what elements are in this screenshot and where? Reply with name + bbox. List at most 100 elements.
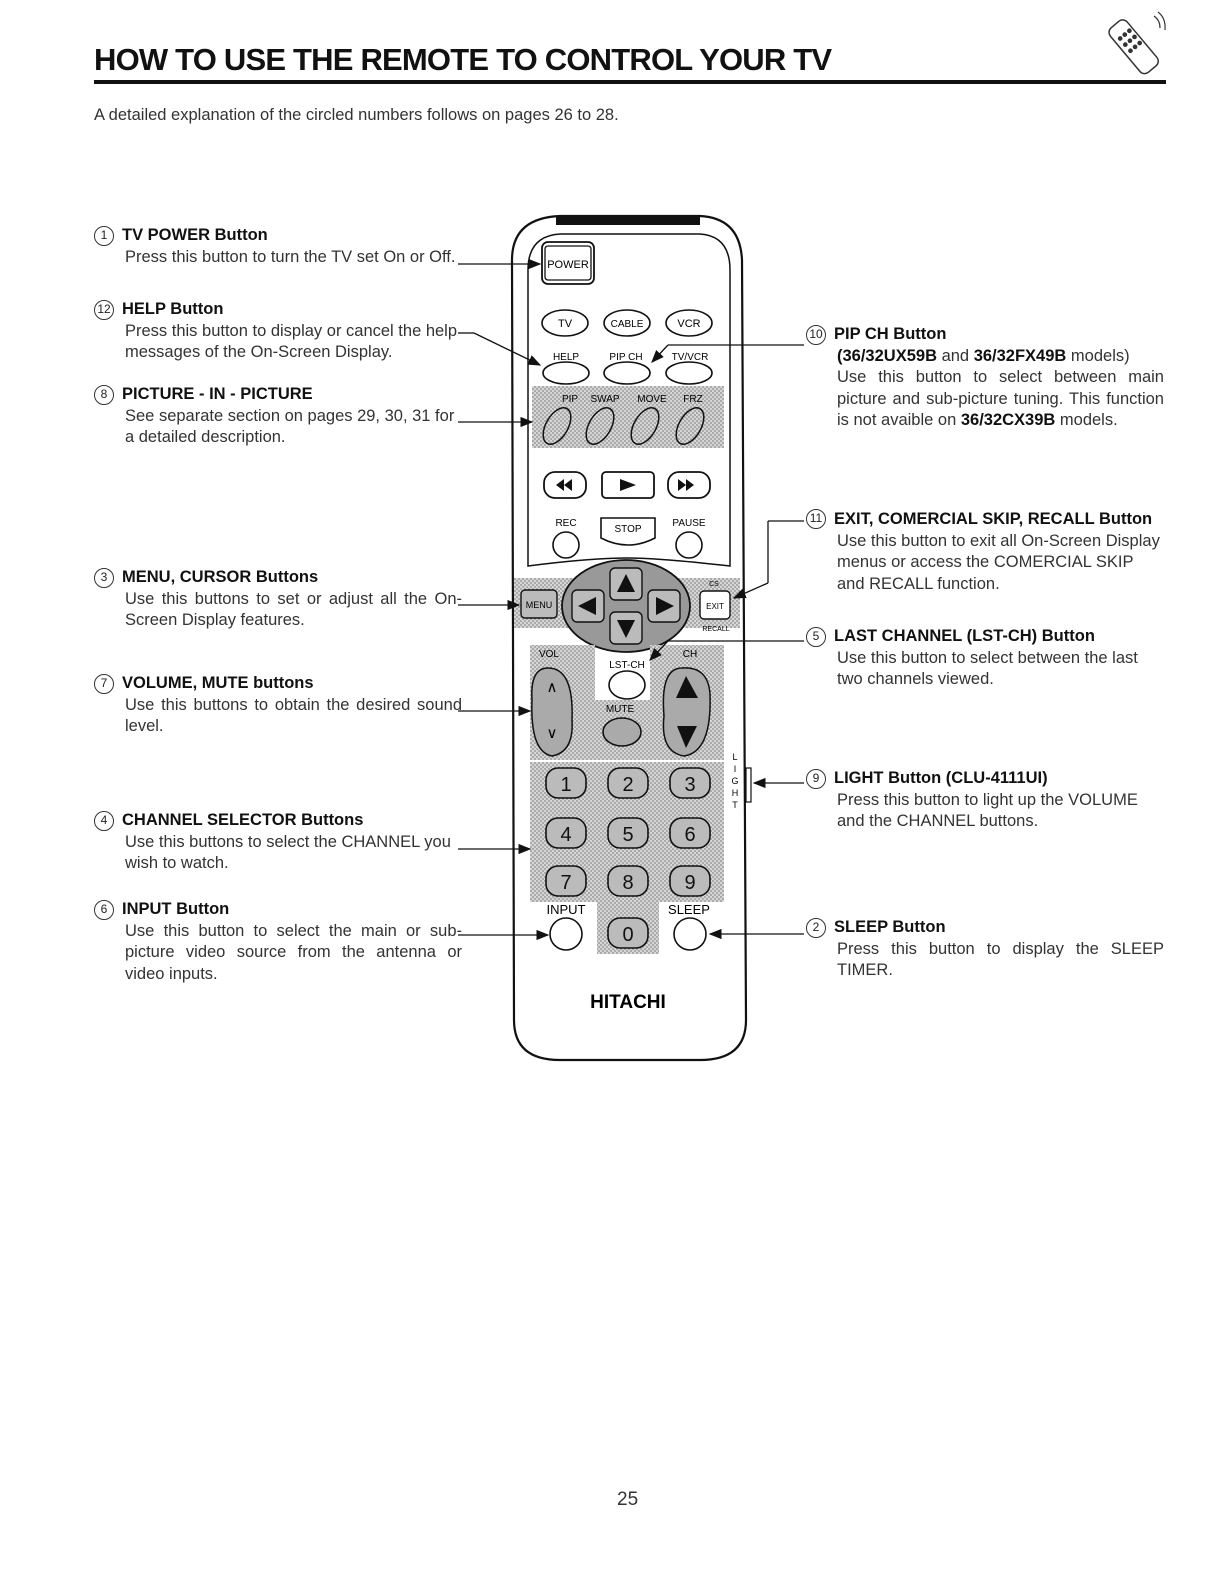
- lst-ch-button: [608, 670, 646, 700]
- menu-label: MENU: [526, 600, 553, 610]
- pause-button: [675, 531, 703, 559]
- svg-text:8: 8: [622, 872, 633, 894]
- item-body: Press this button to light up the VOLUME…: [837, 790, 1138, 831]
- circled-number: 6: [94, 899, 114, 920]
- remote-logo-icon: [1108, 11, 1166, 75]
- item-title: VOLUME, MUTE buttons: [122, 674, 314, 692]
- exit-button: [699, 590, 731, 620]
- item-title: SLEEP Button: [834, 918, 946, 936]
- move-label: MOVE: [637, 394, 667, 405]
- item-models: (36/32UX59B and 36/32FX49B models): [837, 346, 1130, 365]
- mute-label: MUTE: [606, 704, 635, 715]
- key-5: [607, 817, 649, 849]
- svg-text:L: L: [732, 752, 737, 762]
- remote-top-bar: [556, 216, 700, 225]
- page-number: 25: [617, 1489, 639, 1510]
- svg-text:I: I: [734, 764, 737, 774]
- cs-label: CS: [709, 581, 719, 588]
- item-title: MENU, CURSOR Buttons: [122, 568, 319, 586]
- item-pip-ch: 10 PIP CH Button (36/32UX59B and 36/32FX4…: [806, 324, 1164, 432]
- exit-label: EXIT: [706, 602, 724, 611]
- pip-ch-label: PIP CH: [609, 352, 642, 363]
- swap-button: [585, 407, 615, 445]
- svg-text:1: 1: [560, 774, 571, 796]
- cursor-right-icon: [656, 597, 674, 615]
- item-title: LAST CHANNEL (LST-CH) Button: [834, 627, 1095, 645]
- top-panel-outline: [527, 233, 731, 567]
- svg-text:2: 2: [622, 774, 633, 796]
- callout-lines: [458, 258, 804, 941]
- svg-text:7: 7: [560, 872, 571, 894]
- cursor-up-icon: [617, 574, 635, 592]
- play-icon: [620, 479, 636, 491]
- cable-label: CABLE: [611, 319, 644, 330]
- item-title: PICTURE - IN - PICTURE: [122, 385, 313, 403]
- circled-number: 9: [806, 768, 826, 789]
- item-body: Press this button to display or cancel t…: [125, 321, 458, 362]
- item-body: Press this button to turn the TV set On …: [125, 247, 456, 266]
- item-body: See separate section on pages 29, 30, 31…: [125, 406, 455, 447]
- svg-text:H: H: [732, 788, 739, 798]
- item-title: LIGHT Button (CLU-4111UI): [834, 769, 1048, 787]
- circled-number: 10: [806, 324, 826, 345]
- input-label: INPUT: [547, 902, 586, 917]
- cursor-pad: [561, 559, 691, 653]
- key-6: [669, 817, 711, 849]
- pip-label: PIP: [562, 394, 578, 405]
- vcr-label: VCR: [677, 318, 700, 330]
- frz-label: FRZ: [683, 394, 702, 405]
- svg-text:T: T: [732, 800, 738, 810]
- key-4: [545, 817, 587, 849]
- rewind-icon: [556, 479, 572, 491]
- svg-text:3: 3: [684, 774, 695, 796]
- help-button: [542, 361, 590, 385]
- number-keys: [545, 767, 711, 949]
- item-title: PIP CH Button: [834, 325, 947, 343]
- key-0: [607, 917, 649, 949]
- item-light: 9 LIGHT Button (CLU-4111UI) Press this bu…: [806, 768, 1164, 833]
- key-1: [545, 767, 587, 799]
- page-title: HOW TO USE THE REMOTE TO CONTROL YOUR TV: [94, 42, 832, 77]
- vol-label: VOL: [539, 649, 559, 660]
- item-body: Use this buttons to obtain the desired s…: [125, 695, 462, 736]
- item-body: Use this buttons to set or adjust all th…: [125, 589, 462, 630]
- stop-button: [600, 517, 656, 546]
- key-7: [545, 865, 587, 897]
- mute-button: [602, 717, 642, 747]
- item-title: CHANNEL SELECTOR Buttons: [122, 811, 364, 829]
- circled-number: 5: [806, 626, 826, 647]
- item-title: TV POWER Button: [122, 226, 268, 244]
- circled-number: 11: [806, 509, 826, 529]
- ch-rocker: [662, 667, 711, 757]
- item-body: Use this button to exit all On-Screen Di…: [837, 531, 1160, 593]
- ch-label: CH: [683, 649, 697, 660]
- svg-text:5: 5: [622, 824, 633, 846]
- circled-number: 12: [94, 299, 114, 320]
- rec-label: REC: [555, 518, 576, 529]
- help-label: HELP: [553, 352, 579, 363]
- vol-down-icon: ∨: [547, 725, 558, 742]
- recall-label: RECALL: [702, 626, 729, 633]
- circled-number: 3: [94, 567, 114, 588]
- item-body: Use this button to select between main p…: [837, 368, 1164, 429]
- svg-text:G: G: [731, 776, 738, 786]
- frz-button: [675, 407, 705, 445]
- tv-label: TV: [558, 318, 573, 330]
- svg-text:0: 0: [622, 924, 633, 946]
- item-title: INPUT Button: [122, 900, 230, 918]
- ch-down-icon: [677, 726, 697, 748]
- pip-button: [542, 407, 572, 445]
- vol-up-icon: ∧: [547, 679, 558, 696]
- rec-button: [552, 531, 580, 559]
- vcr-button: [665, 309, 713, 337]
- stop-label: STOP: [614, 524, 641, 535]
- light-button: [745, 767, 752, 803]
- power-label: POWER: [547, 259, 589, 271]
